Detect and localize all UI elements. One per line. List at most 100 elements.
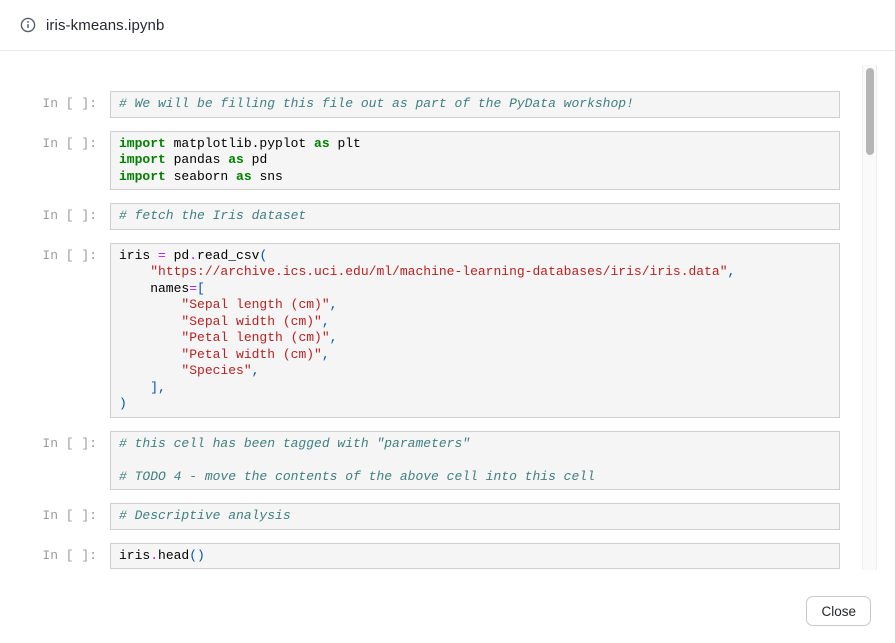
- code-token: =: [158, 247, 166, 263]
- code-token: # TODO 4 - move the contents of the abov…: [119, 468, 595, 484]
- cell-code[interactable]: # We will be filling this file out as pa…: [110, 91, 840, 118]
- code-token: [119, 264, 150, 279]
- cell-code[interactable]: # Descriptive analysis: [110, 503, 840, 530]
- code-line: "Sepal width (cm)",: [119, 314, 831, 331]
- code-line: ],: [119, 380, 831, 397]
- code-token: [119, 314, 181, 329]
- cell-code[interactable]: iris = pd.read_csv( "https://archive.ics…: [110, 242, 840, 418]
- code-token: [: [197, 280, 205, 296]
- code-token: (): [189, 547, 205, 563]
- code-line: # TODO 4 - move the contents of the abov…: [119, 469, 831, 486]
- code-line: ): [119, 396, 831, 413]
- code-token: ,: [727, 264, 736, 279]
- code-token: "Petal length (cm)": [181, 330, 330, 345]
- code-token: ,: [321, 346, 330, 362]
- code-token: import: [119, 152, 166, 167]
- code-token: as: [314, 135, 330, 151]
- code-token: .: [150, 547, 159, 563]
- code-token: read_csv: [197, 247, 260, 263]
- cells: In [ ]: # We will be filling this file ou…: [0, 91, 895, 569]
- code-token: [119, 330, 181, 345]
- code-line: "Species",: [119, 363, 831, 380]
- code-line: import pandas as pd: [119, 152, 831, 169]
- code-token: as: [236, 168, 252, 184]
- cell-code[interactable]: # fetch the Iris dataset: [110, 203, 840, 230]
- code-line: "Petal width (cm)",: [119, 347, 831, 364]
- code-token: ,: [251, 363, 260, 378]
- code-token: names: [119, 280, 190, 296]
- code-token: ,: [329, 297, 338, 312]
- code-token: matplotlib.pyplot: [165, 135, 315, 151]
- code-line: "https://archive.ics.uci.edu/ml/machine-…: [119, 264, 831, 281]
- code-line: import seaborn as sns: [119, 169, 831, 186]
- cell-prompt: In [ ]:: [42, 547, 97, 563]
- code-token: pd: [165, 247, 190, 263]
- code-token: iris: [119, 247, 159, 263]
- code-token: # this cell has been tagged with "parame…: [119, 435, 471, 451]
- notebook-cell: In [ ]: # fetch the Iris dataset: [0, 203, 895, 230]
- dialog-title: iris-kmeans.ipynb: [46, 16, 165, 34]
- cell-code[interactable]: iris.head(): [110, 542, 840, 569]
- notebook-cell: In [ ]: # this cell has been tagged with …: [0, 430, 895, 490]
- code-token: =: [189, 280, 198, 296]
- code-token: # We will be filling this file out as pa…: [119, 96, 634, 111]
- notebook-cell: In [ ]: iris = pd.read_csv( "https://arch…: [0, 242, 895, 418]
- code-line: # Descriptive analysis: [119, 508, 831, 525]
- dialog-header: iris-kmeans.ipynb: [0, 0, 895, 51]
- code-token: "https://archive.ics.uci.edu/ml/machine-…: [150, 264, 728, 279]
- code-token: as: [228, 152, 244, 167]
- code-token: (: [259, 247, 268, 263]
- code-token: .: [189, 247, 198, 263]
- code-line: "Petal length (cm)",: [119, 330, 831, 347]
- code-token: ,: [321, 313, 330, 329]
- cell-prompt: In [ ]:: [42, 508, 97, 523]
- code-line: # We will be filling this file out as pa…: [119, 96, 831, 113]
- notebook-preview: In [ ]: # We will be filling this file ou…: [0, 52, 895, 578]
- code-token: pd: [243, 152, 268, 167]
- code-token: plt: [329, 135, 361, 151]
- scrollbar-thumb[interactable]: [866, 68, 874, 155]
- code-token: ],: [150, 379, 166, 395]
- code-token: sns: [251, 168, 283, 184]
- code-line: # this cell has been tagged with "parame…: [119, 436, 831, 453]
- cell-prompt: In [ ]:: [42, 96, 97, 111]
- cell-prompt: In [ ]:: [42, 435, 97, 451]
- code-token: import: [119, 135, 166, 151]
- cell-code[interactable]: # this cell has been tagged with "parame…: [110, 430, 840, 490]
- code-token: "Species": [181, 363, 252, 378]
- code-line: [119, 452, 831, 469]
- code-line: iris.head(): [119, 548, 831, 565]
- code-token: head: [158, 547, 190, 563]
- code-token: pandas: [165, 152, 229, 167]
- code-token: # Descriptive analysis: [119, 508, 291, 523]
- code-token: [119, 297, 181, 312]
- code-token: import: [119, 168, 166, 184]
- code-line: # fetch the Iris dataset: [119, 208, 831, 225]
- notebook-cell: In [ ]: # We will be filling this file ou…: [0, 91, 895, 118]
- notebook-cell: In [ ]: iris.head(): [0, 542, 895, 569]
- code-token: "Petal width (cm)": [181, 346, 322, 362]
- code-token: seaborn: [165, 168, 237, 184]
- code-line: import matplotlib.pyplot as plt: [119, 136, 831, 153]
- code-token: "Sepal width (cm)": [181, 313, 322, 329]
- cell-prompt: In [ ]:: [42, 208, 97, 223]
- info-icon: [20, 17, 36, 33]
- notebook-cell: In [ ]: # Descriptive analysis: [0, 503, 895, 530]
- cell-prompt: In [ ]:: [42, 247, 97, 263]
- code-token: [119, 347, 181, 362]
- code-token: [119, 380, 150, 395]
- scrollbar-track[interactable]: [862, 65, 877, 570]
- code-line: "Sepal length (cm)",: [119, 297, 831, 314]
- close-button[interactable]: Close: [806, 596, 871, 626]
- code-line: names=[: [119, 281, 831, 298]
- code-token: ): [119, 396, 127, 411]
- code-token: iris: [119, 547, 151, 563]
- code-token: [119, 363, 181, 378]
- code-token: ,: [329, 330, 338, 345]
- code-token: "Sepal length (cm)": [181, 297, 330, 312]
- code-line: iris = pd.read_csv(: [119, 248, 831, 265]
- code-token: # fetch the Iris dataset: [119, 208, 307, 223]
- cell-prompt: In [ ]:: [42, 135, 97, 151]
